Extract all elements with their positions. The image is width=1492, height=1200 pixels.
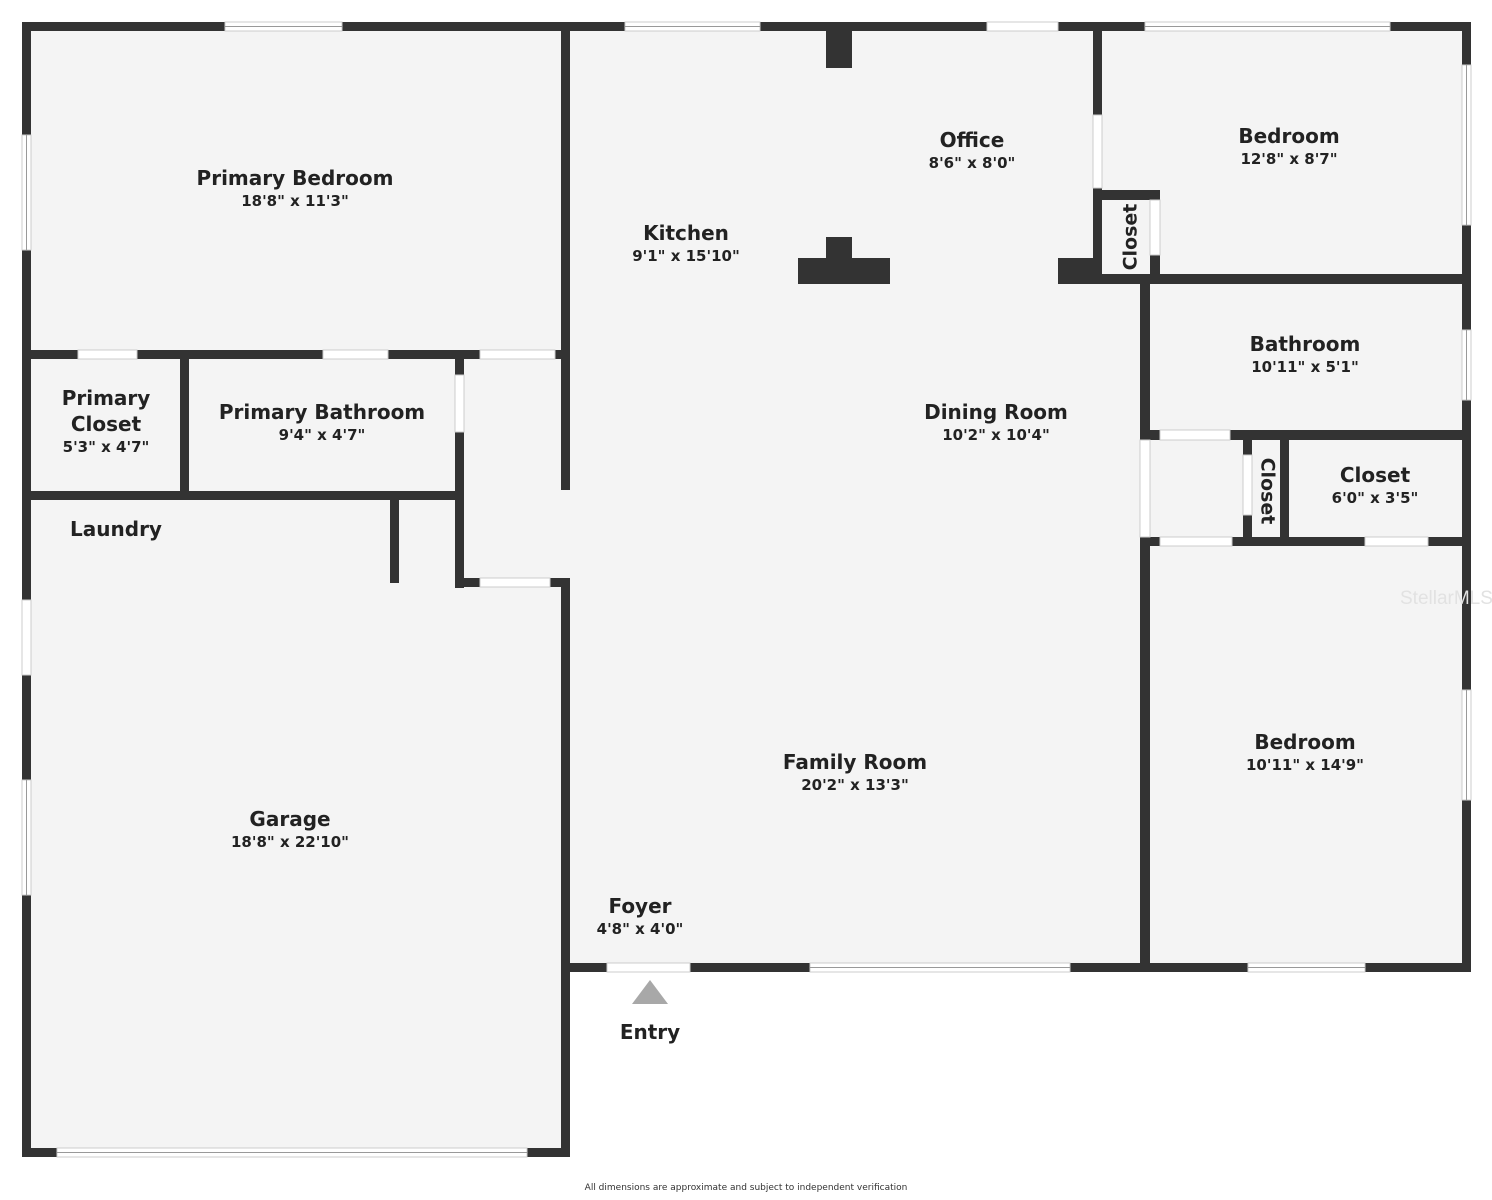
doorway <box>1092 114 1103 189</box>
entry-text: Entry <box>619 1020 681 1044</box>
room-closet-top: Closet <box>1119 203 1142 271</box>
wall <box>1140 537 1471 546</box>
room-dimensions: 8'6" x 8'0" <box>928 154 1016 172</box>
room-dimensions: 9'4" x 4'7" <box>278 426 366 444</box>
room-dimensions: 5'3" x 4'7" <box>62 438 150 456</box>
room-name: Closet <box>1339 463 1411 487</box>
wall <box>561 22 570 490</box>
doorway <box>606 962 691 973</box>
wall <box>561 580 570 1157</box>
wall <box>1280 430 1289 546</box>
room-name: Closet <box>70 412 142 436</box>
room-laundry: Laundry <box>70 516 162 542</box>
room-dimensions: 12'8" x 8'7" <box>1240 150 1338 168</box>
room-name: Bathroom <box>1249 332 1361 356</box>
room-bedroom-bottom: Bedroom 10'11" x 14'9" <box>1246 729 1364 775</box>
wall <box>826 22 852 68</box>
wall <box>1093 190 1160 200</box>
room-name: Primary Bedroom <box>196 166 394 190</box>
room-name: Dining Room <box>924 400 1068 424</box>
room-dimensions: 18'8" x 22'10" <box>231 833 349 851</box>
doorway <box>322 349 389 360</box>
room-dimensions: 6'0" x 3'5" <box>1331 489 1419 507</box>
room-dimensions: 9'1" x 15'10" <box>632 247 740 265</box>
wall <box>455 350 464 588</box>
room-foyer: Foyer 4'8" x 4'0" <box>597 893 684 939</box>
room-dimensions: 10'11" x 5'1" <box>1251 358 1359 376</box>
room-name: Family Room <box>782 750 928 774</box>
room-name: Bedroom <box>1254 730 1356 754</box>
doorway <box>1149 199 1161 256</box>
room-closet-mid: Closet <box>1256 457 1279 525</box>
wall <box>22 22 31 1157</box>
room-dimensions: 4'8" x 4'0" <box>596 920 684 938</box>
room-office: Office 8'6" x 8'0" <box>929 127 1016 173</box>
room-name: Primary Bathroom <box>218 400 426 424</box>
room-name: Garage <box>249 807 331 831</box>
room-closet-right: Closet 6'0" x 3'5" <box>1332 462 1419 508</box>
doorway <box>1159 429 1231 441</box>
doorway <box>1159 536 1233 547</box>
doorway <box>1364 536 1429 547</box>
disclaimer: All dimensions are approximate and subje… <box>584 1183 908 1193</box>
wall <box>1058 258 1093 284</box>
watermark: StellarMLS <box>1400 588 1492 609</box>
room-dining-room: Dining Room 10'2" x 10'4" <box>924 399 1068 445</box>
room-garage: Garage 18'8" x 22'10" <box>231 806 349 852</box>
doorway <box>479 577 551 588</box>
room-name: Primary <box>61 386 151 410</box>
doorway <box>77 349 138 360</box>
room-name: Kitchen <box>643 221 729 245</box>
doorway <box>21 599 32 676</box>
entry-arrow-icon <box>632 980 668 1004</box>
room-dimensions: 18'8" x 11'3" <box>241 192 349 210</box>
wall <box>1140 274 1150 972</box>
doorway <box>1242 454 1253 516</box>
room-primary-bedroom: Primary Bedroom 18'8" x 11'3" <box>197 165 394 211</box>
doorway <box>1139 439 1151 538</box>
room-dimensions: 10'11" x 14'9" <box>1246 756 1364 774</box>
room-name: Laundry <box>70 517 162 541</box>
wall <box>1140 430 1471 440</box>
room-primary-bathroom: Primary Bathroom 9'4" x 4'7" <box>219 399 425 445</box>
room-bathroom: Bathroom 10'11" x 5'1" <box>1250 331 1361 377</box>
room-family-room: Family Room 20'2" x 13'3" <box>783 749 927 795</box>
wall <box>1058 274 1471 284</box>
room-name: Office <box>939 128 1005 152</box>
room-dimensions: 10'2" x 10'4" <box>942 426 1050 444</box>
wall <box>390 500 399 583</box>
room-dimensions: 20'2" x 13'3" <box>801 776 909 794</box>
doorway <box>454 374 465 433</box>
wall <box>1462 22 1471 972</box>
wall <box>180 350 189 500</box>
room-kitchen: Kitchen 9'1" x 15'10" <box>632 220 740 266</box>
windows-and-doors <box>21 21 1472 1158</box>
room-name: Foyer <box>608 894 672 918</box>
wall <box>798 258 890 284</box>
doorway <box>986 21 1059 32</box>
wall <box>22 350 562 359</box>
room-bedroom-top: Bedroom 12'8" x 8'7" <box>1238 123 1339 169</box>
wall <box>22 491 463 500</box>
room-name: Bedroom <box>1238 124 1340 148</box>
wall <box>826 237 852 259</box>
entry-label: Entry <box>620 1019 680 1045</box>
doorway <box>479 349 556 360</box>
